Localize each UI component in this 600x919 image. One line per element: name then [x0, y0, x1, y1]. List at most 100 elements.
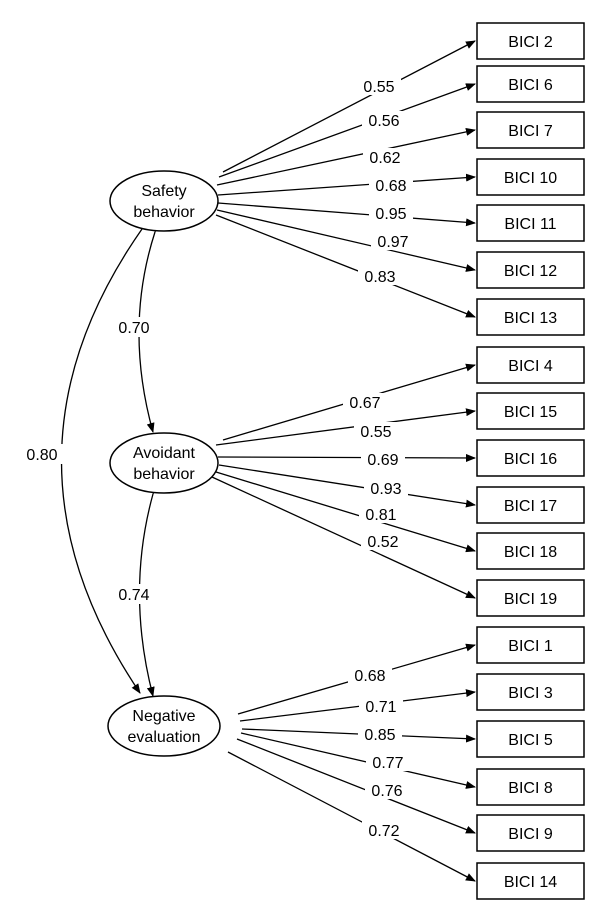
loading-label-bg [371, 232, 415, 250]
loading-value: 0.56 [368, 113, 399, 130]
loading-value: 0.83 [364, 269, 395, 286]
loading-value: 0.69 [367, 452, 398, 469]
correlation-value: 0.70 [118, 320, 149, 337]
indicator-label: BICI 9 [508, 826, 553, 843]
loading-label-bg [358, 725, 402, 743]
loading-value: 0.97 [377, 234, 408, 251]
indicator-label: BICI 7 [508, 123, 553, 140]
indicator-box [476, 532, 585, 570]
indicator-label: BICI 10 [504, 170, 557, 187]
loading-arrow [216, 209, 476, 272]
loading-value: 0.93 [370, 481, 401, 498]
indicator-label: BICI 6 [508, 77, 553, 94]
loading-value: 0.81 [365, 507, 396, 524]
factor-label-negative: Negative [132, 708, 195, 725]
loading-label-bg [359, 505, 403, 523]
labels-layer: 0.550.560.620.680.950.970.830.670.550.69… [20, 77, 415, 840]
indicator-box [476, 720, 585, 758]
indicator-box [476, 439, 585, 477]
loading-arrow [239, 689, 476, 722]
indicator-label: BICI 15 [504, 404, 557, 421]
loading-label-bg [363, 148, 407, 166]
loading-label-bg [343, 393, 387, 411]
loading-label-bg [369, 176, 413, 194]
correlation-label-bg [20, 444, 64, 464]
indicator-box [476, 111, 585, 149]
indicator-box [476, 392, 585, 430]
loading-arrow [217, 453, 476, 462]
factor-label-negative: evaluation [128, 729, 201, 746]
loading-label-bg [354, 422, 398, 440]
loading-value: 0.95 [375, 206, 406, 223]
indicator-box [476, 204, 585, 242]
loading-label-bg [362, 821, 406, 839]
indicator-label: BICI 16 [504, 451, 557, 468]
loading-label-bg [362, 111, 406, 129]
factor-label-avoidant: behavior [133, 466, 195, 483]
loading-label-bg [358, 267, 402, 285]
factor-ellipse-negative [107, 695, 221, 757]
indicator-label: BICI 13 [504, 310, 557, 327]
indicator-box [476, 626, 585, 664]
loading-value: 0.72 [368, 823, 399, 840]
factor-label-avoidant: Avoidant [133, 445, 196, 462]
loading-label-bg [348, 666, 392, 684]
loading-label-bg [361, 532, 405, 550]
loading-arrow [227, 751, 476, 882]
indicator-label: BICI 1 [508, 638, 553, 655]
loading-value: 0.76 [371, 783, 402, 800]
loading-arrow [216, 127, 476, 186]
indicator-label: BICI 11 [504, 216, 556, 233]
loading-label-bg [364, 479, 408, 497]
indicator-box [476, 158, 585, 196]
loading-value: 0.55 [360, 424, 391, 441]
loading-label-bg [361, 450, 405, 468]
factor-ellipse-safety [109, 170, 219, 232]
loading-value: 0.71 [365, 699, 396, 716]
correlation-value: 0.80 [26, 447, 57, 464]
loading-arrow [215, 471, 476, 553]
indicator-box [476, 768, 585, 806]
loading-label-bg [369, 204, 413, 222]
factor-label-safety: behavior [133, 204, 195, 221]
loading-arrow [217, 173, 476, 196]
indicator-box [476, 579, 585, 617]
loading-value: 0.68 [354, 668, 385, 685]
factor-label-safety: Safety [141, 183, 186, 200]
indicator-label: BICI 18 [504, 544, 557, 561]
loading-arrow [222, 40, 476, 173]
indicator-box [476, 814, 585, 852]
loading-arrow [211, 476, 476, 599]
indicator-label: BICI 14 [504, 874, 557, 891]
loading-value: 0.62 [369, 150, 400, 167]
loading-value: 0.68 [375, 178, 406, 195]
indicator-label: BICI 12 [504, 263, 557, 280]
loading-label-bg [365, 781, 409, 799]
loading-arrow [215, 214, 476, 318]
indicator-label: BICI 19 [504, 591, 557, 608]
loading-arrow [236, 738, 476, 834]
correlation-value: 0.74 [118, 587, 149, 604]
indicator-box [476, 862, 585, 900]
indicator-label: BICI 17 [504, 498, 557, 515]
indicator-box [476, 486, 585, 524]
loading-arrow [217, 202, 476, 227]
loading-arrow [218, 464, 476, 508]
loading-label-bg [357, 77, 401, 95]
indicator-box [476, 673, 585, 711]
loading-value: 0.52 [367, 534, 398, 551]
indicator-label: BICI 3 [508, 685, 553, 702]
loading-arrow [215, 408, 476, 446]
loading-value: 0.77 [372, 755, 403, 772]
loading-label-bg [366, 753, 410, 771]
loading-label-bg [359, 697, 403, 715]
indicator-box [476, 65, 585, 103]
correlation-label-bg [112, 584, 156, 604]
indicator-label: BICI 5 [508, 732, 553, 749]
indicator-box [476, 22, 585, 60]
indicator-label: BICI 8 [508, 780, 553, 797]
loading-arrow [240, 732, 476, 789]
indicator-box [476, 298, 585, 336]
